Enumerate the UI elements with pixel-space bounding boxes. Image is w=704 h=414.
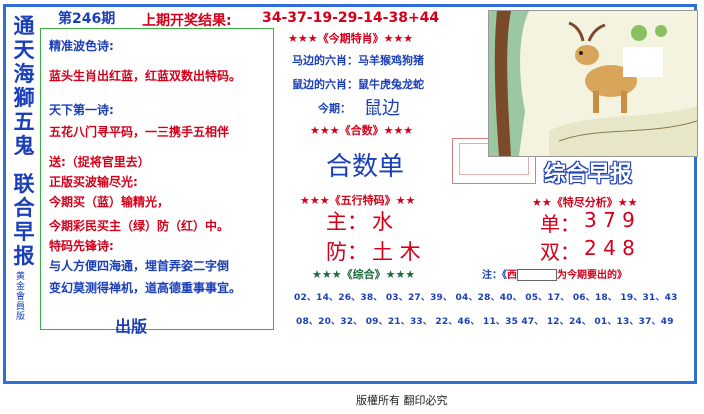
- number-row-1: 02、14、26、38、 03、27、39、 04、28、40、 05、17、 …: [294, 293, 678, 303]
- side-title-char: 五: [13, 110, 35, 134]
- side-title-char: 鬼: [13, 134, 35, 158]
- side-title-char: 早: [13, 220, 35, 244]
- poem-line: 特码先锋诗:: [49, 239, 114, 253]
- note-prefix: 注：《: [482, 270, 507, 281]
- cartoon-illustration: [488, 10, 698, 157]
- side-title-char: 通: [13, 14, 35, 38]
- poem-line: 五花八门寻平码，一三携手五相伴: [49, 125, 230, 139]
- logo-text: 综合早报: [544, 162, 633, 187]
- poem-line: 送:（捉将官里去）: [49, 155, 150, 169]
- odd-value: 3 7 9: [584, 208, 635, 232]
- note-middle: 西: [507, 270, 517, 281]
- analysis-title: ★★《特尽分析》★★: [532, 196, 638, 209]
- poem-line: 蓝头生肖出红蓝，红蓝双数出特码。: [49, 69, 242, 83]
- special-title: ★★★《今期特肖》★★★: [288, 32, 414, 45]
- poem-box: 精准波色诗: 蓝头生肖出红蓝，红蓝双数出特码。 天下第一诗: 五花八门寻平码，一…: [40, 28, 274, 336]
- number-row-2: 08、20、32、 09、21、33、 22、46、 11、35 47、 12、…: [296, 317, 674, 327]
- note-line: 注：《西 为今期要出的》: [482, 266, 627, 281]
- note-blank-box: [517, 269, 557, 281]
- poem-line: 正版买波输尽光:: [49, 175, 138, 189]
- poem-line: 今期买（蓝）输精光，: [49, 195, 170, 209]
- note-suffix: 为今期要出的》: [557, 270, 627, 281]
- this-issue-label: 今期：: [318, 102, 351, 115]
- odd-label: 单：: [540, 212, 580, 236]
- issue-number: 第246期: [58, 11, 116, 27]
- side-title-char: 合: [13, 196, 35, 220]
- guard-value: 土 木: [372, 240, 421, 264]
- main-label: 主：: [326, 210, 368, 234]
- side-subtitle: 黄金會員版: [16, 272, 26, 322]
- main-value: 水: [372, 210, 393, 234]
- last-result-label: 上期开奖结果:: [142, 13, 232, 29]
- poem-line: 变幻莫测得禅机，道高德重事事宜。: [49, 281, 242, 295]
- guard-label: 防：: [326, 240, 368, 264]
- side-title-char: 报: [13, 244, 35, 268]
- poem-line: 今期彩民买主（绿）防（红）中。: [49, 219, 230, 233]
- heshu-title: ★★★《合数》★★★: [310, 124, 414, 137]
- last-result-numbers: 34-37-19-29-14-38+44: [262, 10, 440, 26]
- poem-line: 天下第一诗:: [49, 103, 114, 117]
- even-value: 2 4 8: [584, 236, 635, 260]
- poem-line: 与人方便四海通，埋首弄姿二字倒: [49, 259, 230, 273]
- side-title-char: 海: [13, 62, 35, 86]
- side-title-char: 獅: [13, 86, 35, 110]
- six-rat-side: 鼠边的六肖：鼠牛虎兔龙蛇: [292, 78, 424, 91]
- side-title-char: 联: [13, 172, 35, 196]
- six-horse-side: 马边的六肖：马羊猴鸡狗猪: [292, 54, 424, 67]
- even-label: 双：: [540, 240, 580, 264]
- footer-copyright: 版權所有 翻印必究: [356, 394, 448, 407]
- poem-bottom-fragment: 出版: [115, 317, 148, 336]
- deer-cartoon-icon: [489, 11, 697, 156]
- wuxing-title: ★★★《五行特码》★★: [300, 194, 416, 207]
- zonghe-title: ★★★《综合》★★★: [312, 268, 416, 281]
- poem-line: 精准波色诗:: [49, 39, 114, 53]
- side-title-char: 天: [13, 38, 35, 62]
- heshu-value: 合数单: [326, 152, 405, 182]
- this-issue-value: 鼠边: [364, 98, 400, 119]
